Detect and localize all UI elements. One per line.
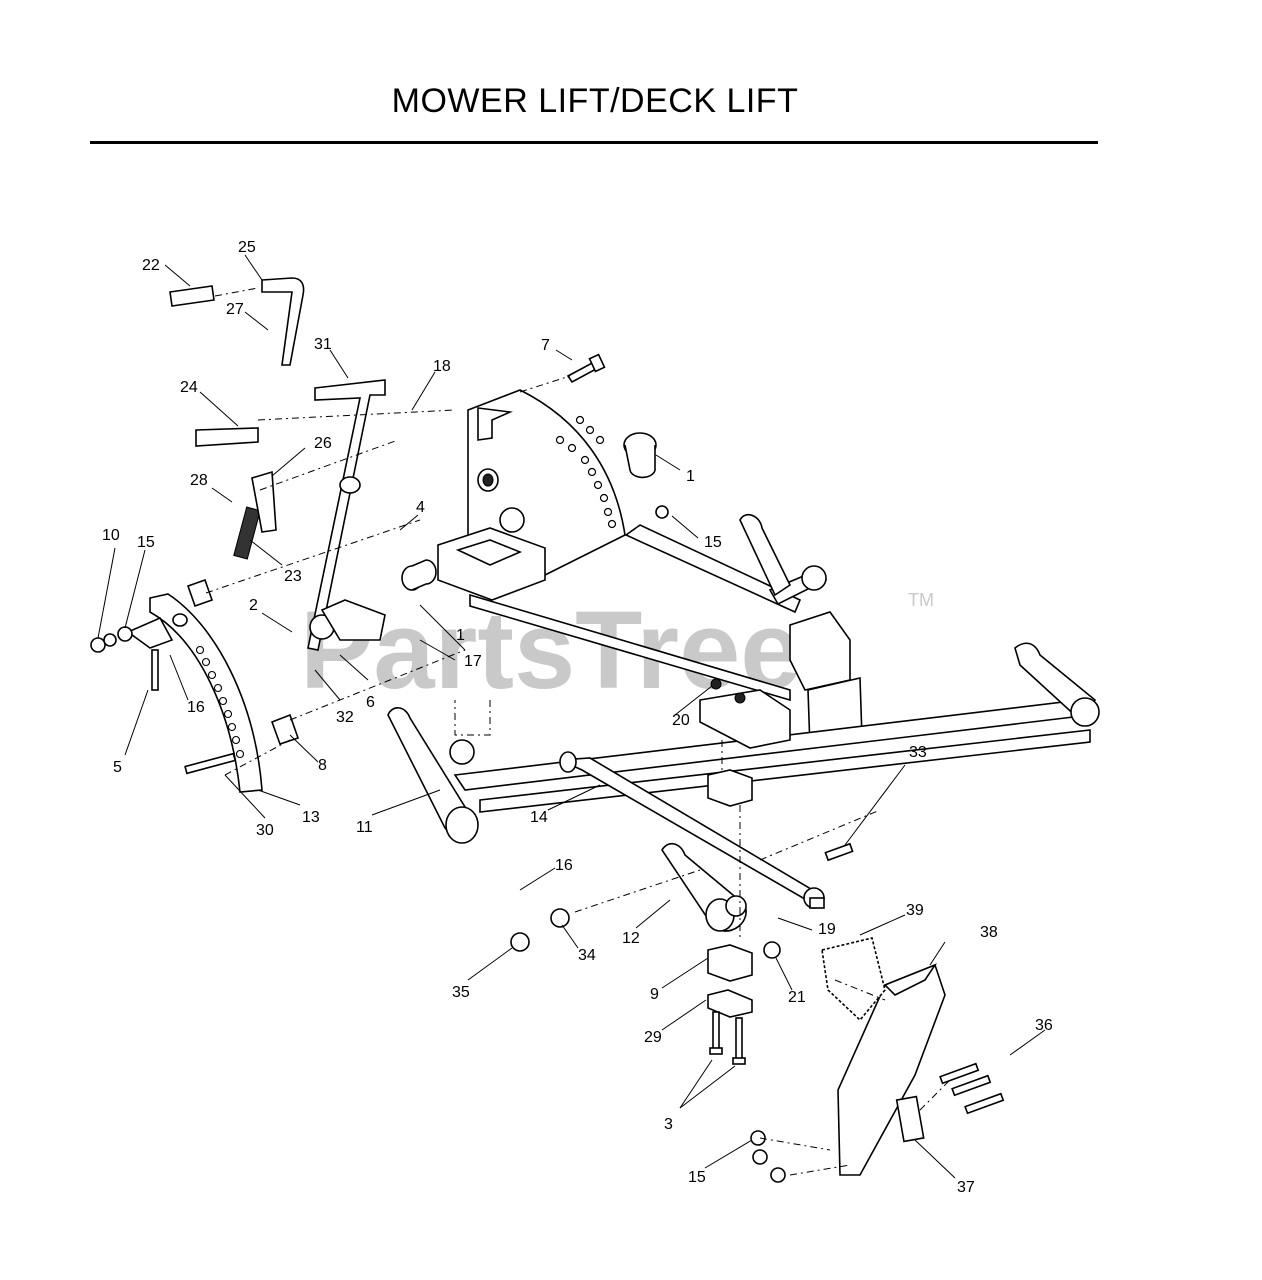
- leader-lines: [97, 254, 1046, 1179]
- callout-28: 28: [190, 472, 208, 489]
- watermark-text: PartsTree: [300, 589, 801, 712]
- side-plate-assembly: [437, 389, 626, 601]
- callout-34: 34: [578, 947, 596, 964]
- spacer-plate-29: [707, 989, 753, 1018]
- callout-13: 13: [302, 809, 320, 826]
- callout-38: 38: [980, 924, 998, 941]
- handle-25: [261, 277, 305, 366]
- spacer-8-upper: [186, 578, 214, 608]
- rear-lift-shaft: [624, 513, 863, 749]
- callout-labels: 25 22 27 31 7 18 24 1 26 28 4 15 10 15 2…: [102, 239, 1053, 1196]
- callout-22: 22: [142, 257, 160, 274]
- callout-30: 30: [256, 822, 274, 839]
- callout-9: 9: [650, 986, 659, 1003]
- callout-23: 23: [284, 568, 302, 585]
- lever-31: [307, 379, 386, 651]
- callout-16-lower: 16: [555, 857, 573, 874]
- callout-29: 29: [644, 1029, 662, 1046]
- callout-21: 21: [788, 989, 806, 1006]
- callout-37: 37: [957, 1179, 975, 1196]
- callout-16: 16: [187, 699, 205, 716]
- callout-27: 27: [226, 301, 244, 318]
- front-lift-shaft: [453, 642, 1100, 791]
- callout-39: 39: [906, 902, 924, 919]
- callout-26: 26: [314, 435, 332, 452]
- hardware-misc: [510, 505, 1005, 1183]
- callout-6: 6: [366, 694, 375, 711]
- callout-33: 33: [909, 744, 927, 761]
- callout-18: 18: [433, 358, 451, 375]
- lift-arm-12: [661, 842, 747, 932]
- pin-5: [126, 616, 174, 691]
- grip-22: [169, 285, 215, 307]
- callout-15-left: 15: [137, 534, 155, 551]
- callout-19: 19: [818, 921, 836, 938]
- trademark-text: TM: [908, 590, 934, 610]
- callout-31: 31: [314, 336, 332, 353]
- callout-35: 35: [452, 984, 470, 1001]
- callout-8: 8: [318, 757, 327, 774]
- callout-14: 14: [530, 809, 548, 826]
- bolts-3: [709, 1011, 746, 1065]
- bumper-39: [821, 937, 886, 1022]
- callout-3: 3: [664, 1116, 673, 1133]
- callout-5: 5: [113, 759, 122, 776]
- bolt-7: [566, 353, 606, 384]
- pivot-block-upper: [707, 769, 753, 807]
- callout-2: 2: [249, 597, 258, 614]
- pedal-24: [195, 427, 259, 447]
- callout-15-bottom: 15: [688, 1169, 706, 1186]
- spacer-8-lower: [270, 713, 300, 746]
- assembly-lines: [205, 287, 951, 1176]
- bolt-30: [184, 752, 237, 775]
- deck-hanger-38: [837, 963, 946, 1176]
- callout-1-lower: 1: [456, 627, 465, 644]
- callout-12: 12: [622, 930, 640, 947]
- callout-20: 20: [672, 712, 690, 729]
- callout-7: 7: [541, 337, 550, 354]
- bracket-26: [251, 470, 277, 533]
- title-rule: [90, 141, 1098, 144]
- callout-15: 15: [704, 534, 722, 551]
- mount-bracket-20: [699, 678, 791, 749]
- callout-36: 36: [1035, 1017, 1053, 1034]
- callout-25: 25: [238, 239, 256, 256]
- callout-4: 4: [416, 499, 425, 516]
- bushing-lower: [401, 559, 437, 591]
- spring-23: [233, 506, 261, 560]
- callout-32: 32: [336, 709, 354, 726]
- pivot-block-lower: [707, 944, 753, 982]
- callout-10: 10: [102, 527, 120, 544]
- nuts-10-15-left: [90, 626, 133, 653]
- callout-11: 11: [356, 819, 373, 836]
- callout-1: 1: [686, 468, 695, 485]
- callout-24: 24: [180, 379, 198, 396]
- callout-17: 17: [464, 653, 482, 670]
- page-title: MOWER LIFT/DECK LIFT: [391, 82, 799, 120]
- bushing-top: [623, 432, 657, 479]
- lift-arm-11: [387, 707, 479, 844]
- height-sector-13: [149, 593, 263, 793]
